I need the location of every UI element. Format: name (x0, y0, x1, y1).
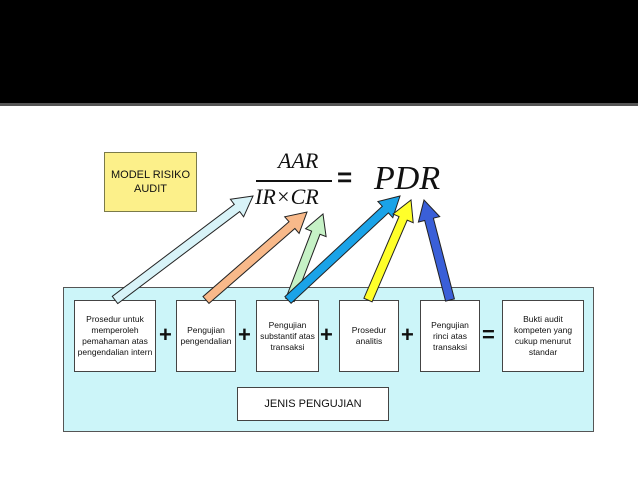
step-understanding-internal-control: Prosedur untuk memperoleh pemahaman atas… (74, 300, 156, 372)
formula-fraction-bar (256, 180, 332, 182)
step-detail-testing: Pengujian rinci atas transaksi (420, 300, 480, 372)
arrow-detail-to-pdr (417, 198, 456, 302)
step-control-testing: Pengujian pengendalian (176, 300, 236, 372)
arrow-understanding-to-ir (111, 195, 254, 305)
step-substantive-transactions: Pengujian substantif atas transaksi (256, 300, 319, 372)
top-bar (0, 0, 638, 103)
arrow-substantive-to-pdr (284, 195, 401, 305)
operator-plus-2: + (238, 322, 251, 347)
formula-equals: = (337, 162, 353, 192)
operator-equals: = (482, 322, 495, 347)
formula-numerator: AAR (278, 148, 319, 173)
arrow-substantive-to-cr (285, 213, 327, 303)
top-divider (0, 103, 638, 106)
testing-types-label: JENIS PENGUJIAN (237, 387, 389, 421)
arrow-analytical-to-pdr (363, 199, 414, 303)
operator-plus-3: + (320, 322, 333, 347)
step-competent-evidence: Bukti audit kompeten yang cukup menurut … (502, 300, 584, 372)
model-title-box: MODEL RISIKO AUDIT (104, 152, 197, 212)
operator-plus-1: + (159, 322, 172, 347)
formula-result: PDR (374, 160, 441, 197)
operator-plus-4: + (401, 322, 414, 347)
arrow-control-to-cr (202, 211, 308, 305)
formula-denominator: IR×CR (255, 184, 319, 209)
